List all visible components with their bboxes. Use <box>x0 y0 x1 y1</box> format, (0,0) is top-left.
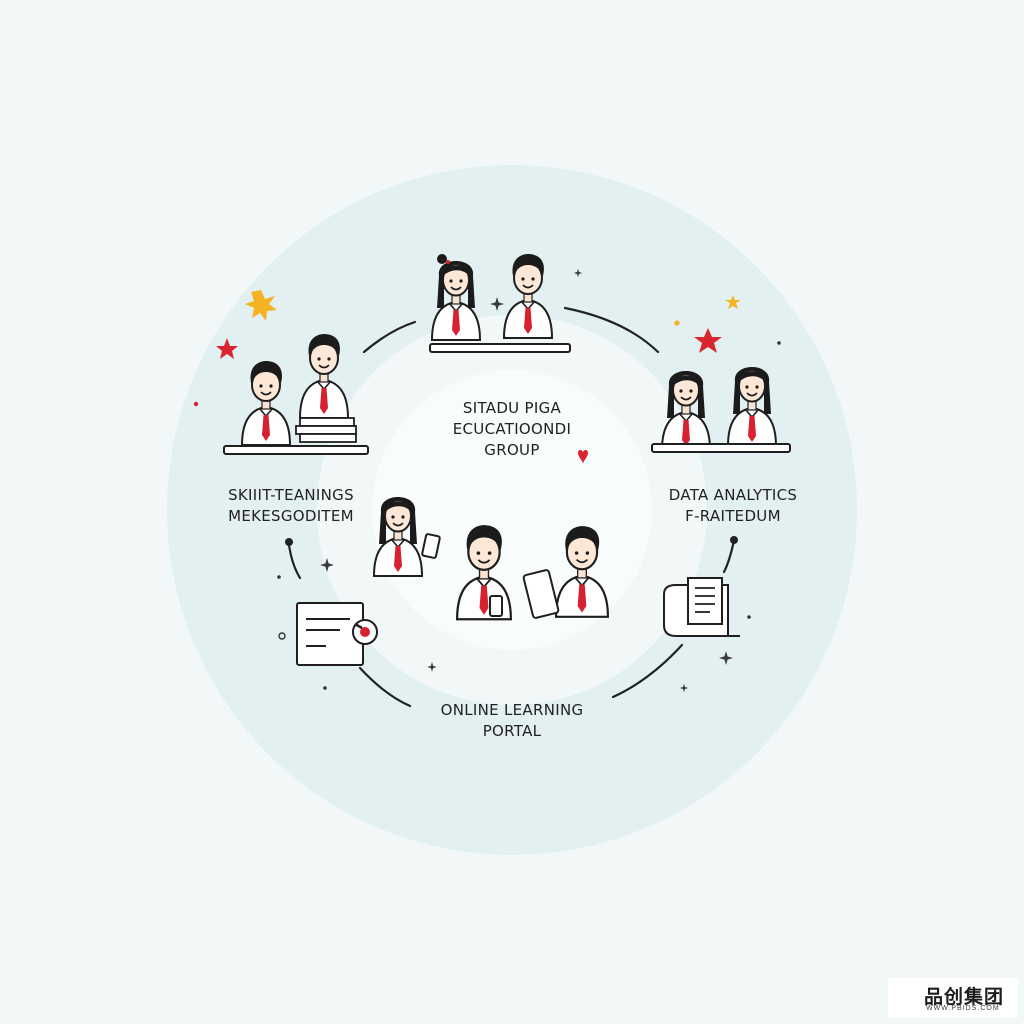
watermark: 品创集团 WWW.PBIDS.COM <box>888 978 1018 1018</box>
watermark-site: WWW.PBIDS.COM <box>926 1005 1000 1012</box>
connector-dots <box>285 536 738 546</box>
top-group-illustration <box>429 253 571 353</box>
center-label-line-2: ECUCATIOONDI <box>452 420 572 438</box>
left-label-line-2: MEKESGODITEM <box>228 507 354 525</box>
bottom-label-line-2: PORTAL <box>482 722 542 740</box>
bottom-label-line-1: ONLINE LEARNING <box>440 701 584 719</box>
center-label: SITADU PIGA ECUCATIOONDI GROUP <box>412 398 612 461</box>
center-label-line-1: SITADU PIGA <box>462 399 562 417</box>
right-label: DATA ANALYTICS F-RAITEDUM <box>638 485 828 527</box>
left-label-line-1: SKIIIT-TEANINGS <box>228 486 354 504</box>
outer-ring <box>167 165 857 855</box>
left-label: SKIIIT-TEANINGS MEKESGODITEM <box>186 485 396 527</box>
left-group-illustration <box>223 333 369 455</box>
decoration-stars <box>193 268 781 693</box>
right-group-illustration <box>651 366 791 453</box>
folder-document-icon <box>663 577 740 637</box>
center-label-line-3: GROUP <box>484 441 540 459</box>
bottom-label: ONLINE LEARNING PORTAL <box>412 700 612 742</box>
document-certificate-icon <box>296 602 378 666</box>
watermark-name: 品创集团 <box>924 986 1005 1008</box>
right-label-line-1: DATA ANALYTICS <box>668 486 798 504</box>
right-label-line-2: F-RAITEDUM <box>685 507 781 525</box>
center-group-illustration <box>373 496 610 621</box>
